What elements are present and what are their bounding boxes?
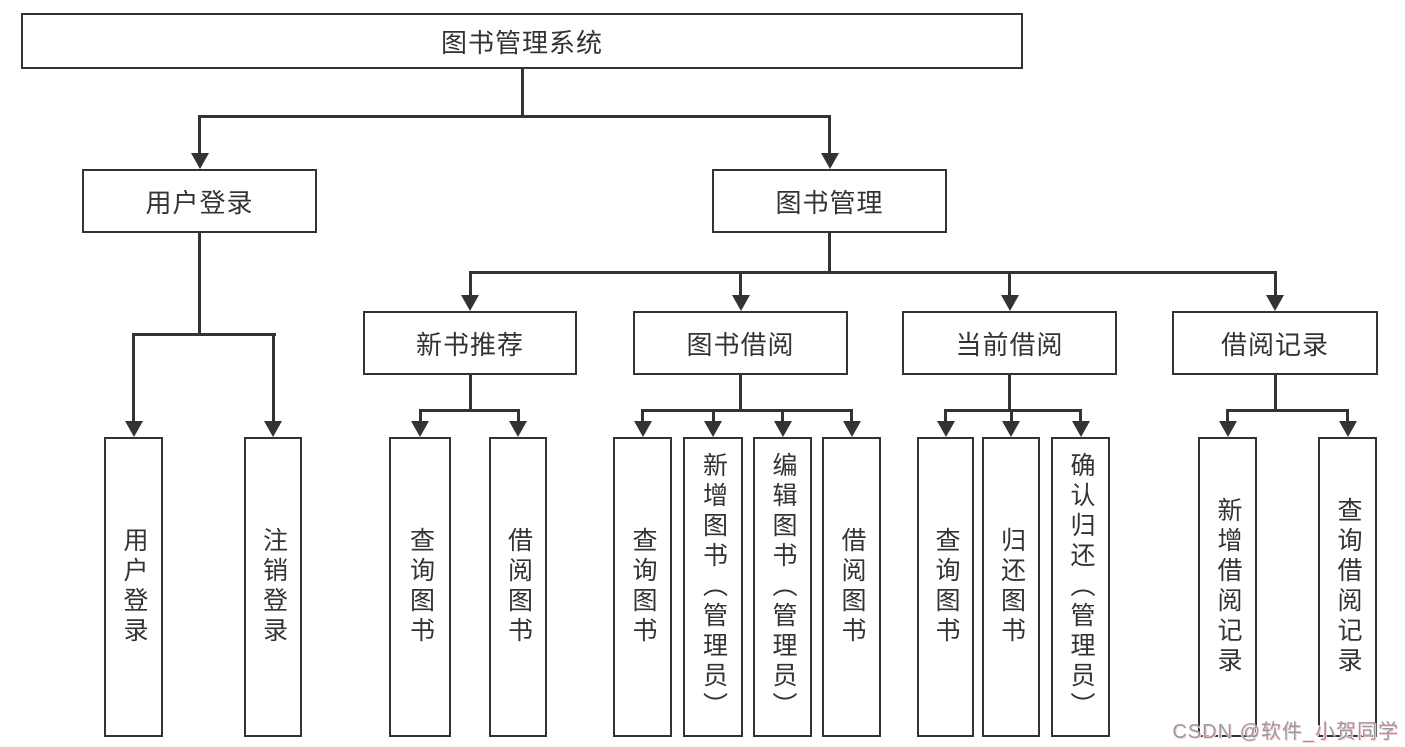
connector-segment [418, 409, 520, 412]
node-label: 借阅图书 [504, 527, 533, 647]
arrowhead-down-icon [1071, 421, 1090, 437]
arrowhead-down-icon [1000, 295, 1019, 311]
connector-segment [781, 409, 784, 423]
node-current-return-books: 归还图书 [982, 437, 1040, 737]
connector-segment [1226, 409, 1349, 412]
connector-segment [198, 115, 201, 155]
connector-segment [468, 271, 1277, 274]
node-label: 新书推荐 [415, 329, 524, 360]
node-label: 图书管理 [775, 187, 884, 218]
connector-segment [641, 409, 853, 412]
node-borrow-query-books: 查询图书 [613, 437, 672, 737]
arrowhead-down-icon [264, 421, 282, 437]
connector-segment [1009, 409, 1013, 423]
node-new-book-recommend: 新书推荐 [363, 311, 577, 375]
arrowhead-down-icon [936, 421, 955, 437]
node-user-login: 用户登录 [82, 169, 317, 233]
node-label: 查询图书 [932, 527, 960, 647]
node-label: 用户登录 [145, 187, 254, 218]
node-label: 查询借阅记录 [1334, 497, 1362, 677]
connector-segment [1273, 271, 1277, 296]
arrowhead-down-icon [842, 421, 861, 437]
connector-segment [1079, 409, 1082, 423]
node-records-add-record: 新增借阅记录 [1198, 437, 1257, 737]
node-login: 用户登录 [104, 437, 163, 737]
node-library-management-system: 图书管理系统 [21, 13, 1023, 69]
node-label: 确认归还（管理员） [1067, 452, 1095, 722]
connector-segment [132, 333, 135, 421]
node-label: 编辑图书（管理员） [769, 452, 797, 722]
node-label: 查询图书 [629, 527, 657, 647]
node-label: 新增图书（管理员） [699, 452, 728, 722]
node-borrow-edit-books-admin: 编辑图书（管理员） [753, 437, 812, 737]
connector-segment [1346, 409, 1349, 423]
connector-segment [418, 409, 422, 423]
connector-segment [828, 115, 831, 155]
arrowhead-down-icon [1218, 421, 1237, 437]
node-logout: 注销登录 [244, 437, 302, 737]
arrowhead-down-icon [1338, 421, 1357, 437]
arrowhead-down-icon [1266, 295, 1284, 311]
node-records-query-record: 查询借阅记录 [1318, 437, 1377, 737]
connector-segment [1273, 375, 1277, 409]
node-label: 注销登录 [259, 527, 288, 647]
connector-segment [1008, 375, 1011, 409]
connector-segment [711, 409, 715, 423]
connector-segment [520, 69, 524, 115]
arrowhead-down-icon [633, 421, 652, 437]
node-current-query-books: 查询图书 [917, 437, 974, 737]
node-current-borrow: 当前借阅 [902, 311, 1117, 375]
node-label: 当前借阅 [955, 329, 1064, 360]
arrowhead-down-icon [731, 295, 750, 311]
connector-segment [944, 409, 1082, 412]
arrowhead-down-icon [704, 421, 722, 437]
node-recommend-borrow-books: 借阅图书 [489, 437, 547, 737]
connector-segment [1008, 271, 1011, 296]
node-borrow-records: 借阅记录 [1172, 311, 1378, 375]
node-borrow-borrow-books: 借阅图书 [822, 437, 881, 737]
node-label: 借阅记录 [1220, 329, 1329, 360]
connector-segment [271, 333, 275, 421]
arrowhead-down-icon [820, 153, 839, 169]
node-book-management: 图书管理 [712, 169, 947, 233]
node-current-confirm-return-admin: 确认归还（管理员） [1051, 437, 1110, 737]
node-recommend-query-books: 查询图书 [389, 437, 451, 737]
connector-segment [850, 409, 853, 423]
node-label: 新增借阅记录 [1214, 497, 1242, 677]
connector-segment [468, 375, 472, 409]
arrowhead-down-icon [509, 421, 527, 437]
connector-segment [516, 409, 520, 423]
connector-segment [739, 375, 742, 409]
connector-segment [198, 233, 201, 333]
arrowhead-down-icon [124, 421, 143, 437]
connector-segment [132, 333, 276, 336]
node-label: 借阅图书 [838, 527, 866, 647]
connector-segment [468, 271, 472, 296]
connector-segment [198, 115, 831, 118]
node-label: 图书管理系统 [440, 27, 603, 58]
connector-segment [1226, 409, 1229, 423]
node-label: 图书借阅 [686, 329, 795, 360]
csdn-watermark: CSDN @软件_小贺同学 [1172, 721, 1399, 743]
connector-segment [641, 409, 644, 423]
node-label: 归还图书 [997, 527, 1026, 647]
connector-segment [739, 271, 742, 296]
node-borrow-add-books-admin: 新增图书（管理员） [683, 437, 743, 737]
connector-segment [944, 409, 947, 423]
node-label: 用户登录 [120, 527, 148, 647]
arrowhead-down-icon [190, 153, 209, 169]
arrowhead-down-icon [461, 295, 479, 311]
arrowhead-down-icon [773, 421, 792, 437]
arrowhead-down-icon [1002, 421, 1020, 437]
node-label: 查询图书 [406, 527, 435, 647]
connector-segment [828, 233, 831, 271]
node-book-borrow: 图书借阅 [633, 311, 848, 375]
arrowhead-down-icon [411, 421, 429, 437]
